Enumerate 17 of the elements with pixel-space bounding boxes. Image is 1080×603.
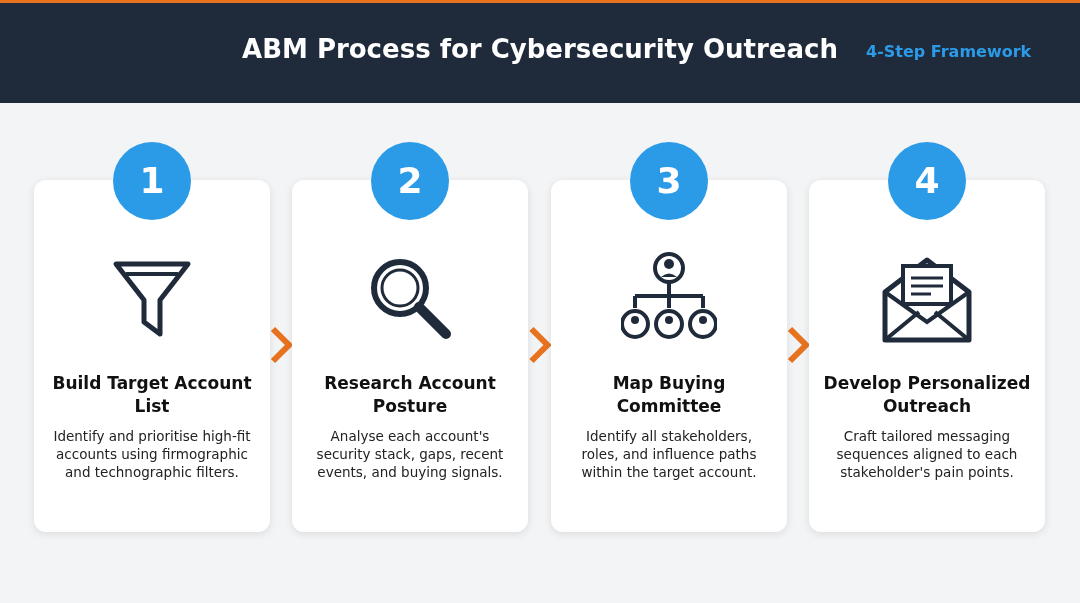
step-heading: Build Target Account List	[51, 372, 253, 418]
step-description: Identify and prioritise high-fit accounts using firmographic and technographic filters.	[52, 427, 252, 481]
step-description: Identify all stakeholders, roles, and influence paths within the target account.	[580, 427, 758, 481]
step-heading: Map Buying Committee	[611, 372, 727, 418]
step-number-badge: 2	[371, 142, 449, 220]
step-heading: Research Account Posture	[323, 372, 497, 418]
step-description: Analyse each account's security stack, gaps, recent events, and buying signals.	[315, 427, 505, 481]
step-number-badge: 1	[113, 142, 191, 220]
chevron-arrow	[270, 326, 294, 364]
chevron-arrow	[787, 326, 811, 364]
title: ABM Process for Cybersecurity Outreach	[241, 34, 839, 64]
step-heading: Develop Personalized Outreach	[822, 372, 1032, 418]
step-number-badge: 4	[888, 142, 966, 220]
subtitle: 4-Step Framework	[866, 42, 1032, 61]
chevron-arrow	[529, 326, 552, 364]
step-number-badge: 3	[630, 142, 708, 220]
step-description: Craft tailored messaging sequences aligned to each stakeholder's pain points.	[835, 427, 1019, 481]
